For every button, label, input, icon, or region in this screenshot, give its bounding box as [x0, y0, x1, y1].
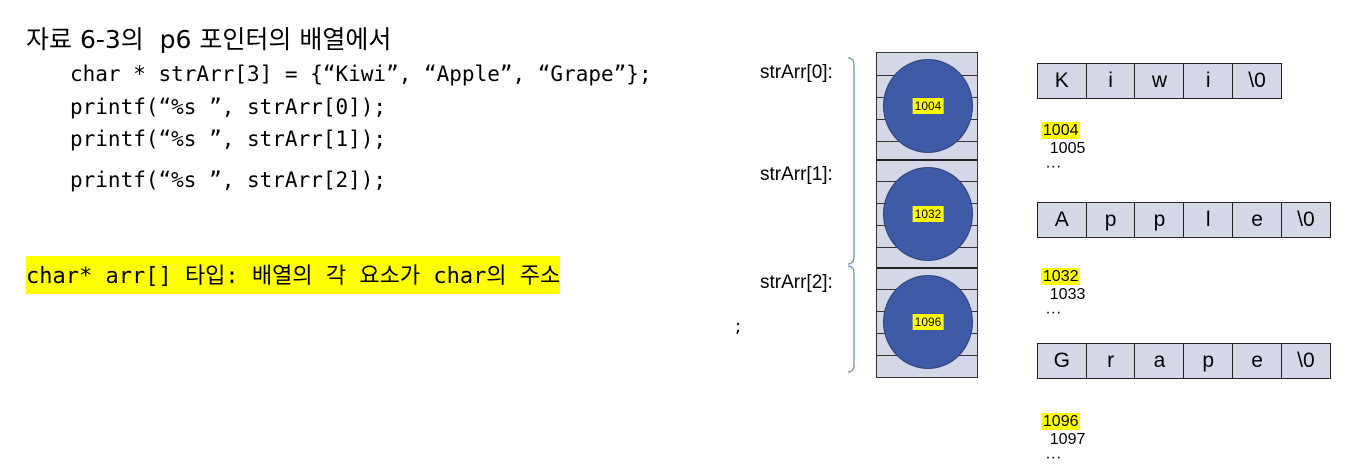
char-cell: r [1085, 343, 1136, 379]
char-cell: \0 [1232, 63, 1283, 99]
code-line-3: printf(“%s ”, strArr[1]); [70, 127, 387, 151]
ellipsis: ··· [1045, 304, 1062, 321]
slide-title: 자료 6-3의 p6 포인터의 배열에서 [26, 25, 392, 54]
stray-semicolon: ; [735, 316, 742, 337]
char-cell: l [1183, 202, 1234, 238]
next-address: 1097 [1049, 431, 1086, 448]
code-line-1: char * strArr[3] = {“Kiwi”, “Apple”, “Gr… [70, 62, 652, 86]
brace-group-2 [847, 265, 855, 373]
char-cell: i [1183, 63, 1234, 99]
address-row-apple: 1032 1033 ··· [1032, 250, 1085, 322]
pointer-cell-0: 1004 [883, 59, 973, 153]
brace-group-0-1 [847, 57, 855, 265]
string-grape: G r a p e \0 [1036, 343, 1331, 379]
char-cell: w [1134, 63, 1185, 99]
highlighted-note: char* arr[] 타입: 배열의 각 요소가 char의 주소 [26, 256, 561, 294]
char-cell: i [1085, 63, 1136, 99]
start-address: 1032 [1040, 268, 1081, 285]
char-cell: G [1036, 343, 1087, 379]
pointer-array: 1004 1032 1096 [876, 52, 978, 378]
string-apple: A p p l e \0 [1036, 202, 1331, 238]
char-cell: p [1134, 202, 1185, 238]
char-cell: \0 [1280, 202, 1331, 238]
char-cell: e [1232, 343, 1283, 379]
pointer-address-2: 1096 [912, 314, 944, 330]
pointer-label-1: strArr[1]: [760, 164, 833, 185]
pointer-cell-2: 1096 [883, 275, 973, 369]
pointer-label-2: strArr[2]: [760, 272, 833, 293]
pointer-address-0: 1004 [912, 98, 944, 114]
address-row-kiwi: 1004 1005 ··· [1032, 104, 1085, 176]
string-kiwi: K i w i \0 [1036, 63, 1283, 99]
ellipsis: ··· [1045, 158, 1062, 175]
ellipsis: ··· [1045, 449, 1062, 466]
char-cell: a [1134, 343, 1185, 379]
address-row-grape: 1096 1097 ··· [1032, 395, 1085, 467]
pointer-address-1: 1032 [912, 206, 944, 222]
pointer-cell-1: 1032 [883, 167, 973, 261]
code-line-4: printf(“%s ”, strArr[2]); [70, 168, 387, 192]
code-line-2: printf(“%s ”, strArr[0]); [70, 95, 387, 119]
char-cell: A [1036, 202, 1087, 238]
start-address: 1004 [1040, 122, 1081, 139]
pointer-label-0: strArr[0]: [760, 62, 833, 83]
next-address: 1033 [1049, 286, 1086, 303]
start-address: 1096 [1040, 413, 1081, 430]
next-address: 1005 [1049, 140, 1086, 157]
char-cell: p [1085, 202, 1136, 238]
char-cell: \0 [1280, 343, 1331, 379]
char-cell: K [1036, 63, 1087, 99]
char-cell: e [1232, 202, 1283, 238]
char-cell: p [1183, 343, 1234, 379]
